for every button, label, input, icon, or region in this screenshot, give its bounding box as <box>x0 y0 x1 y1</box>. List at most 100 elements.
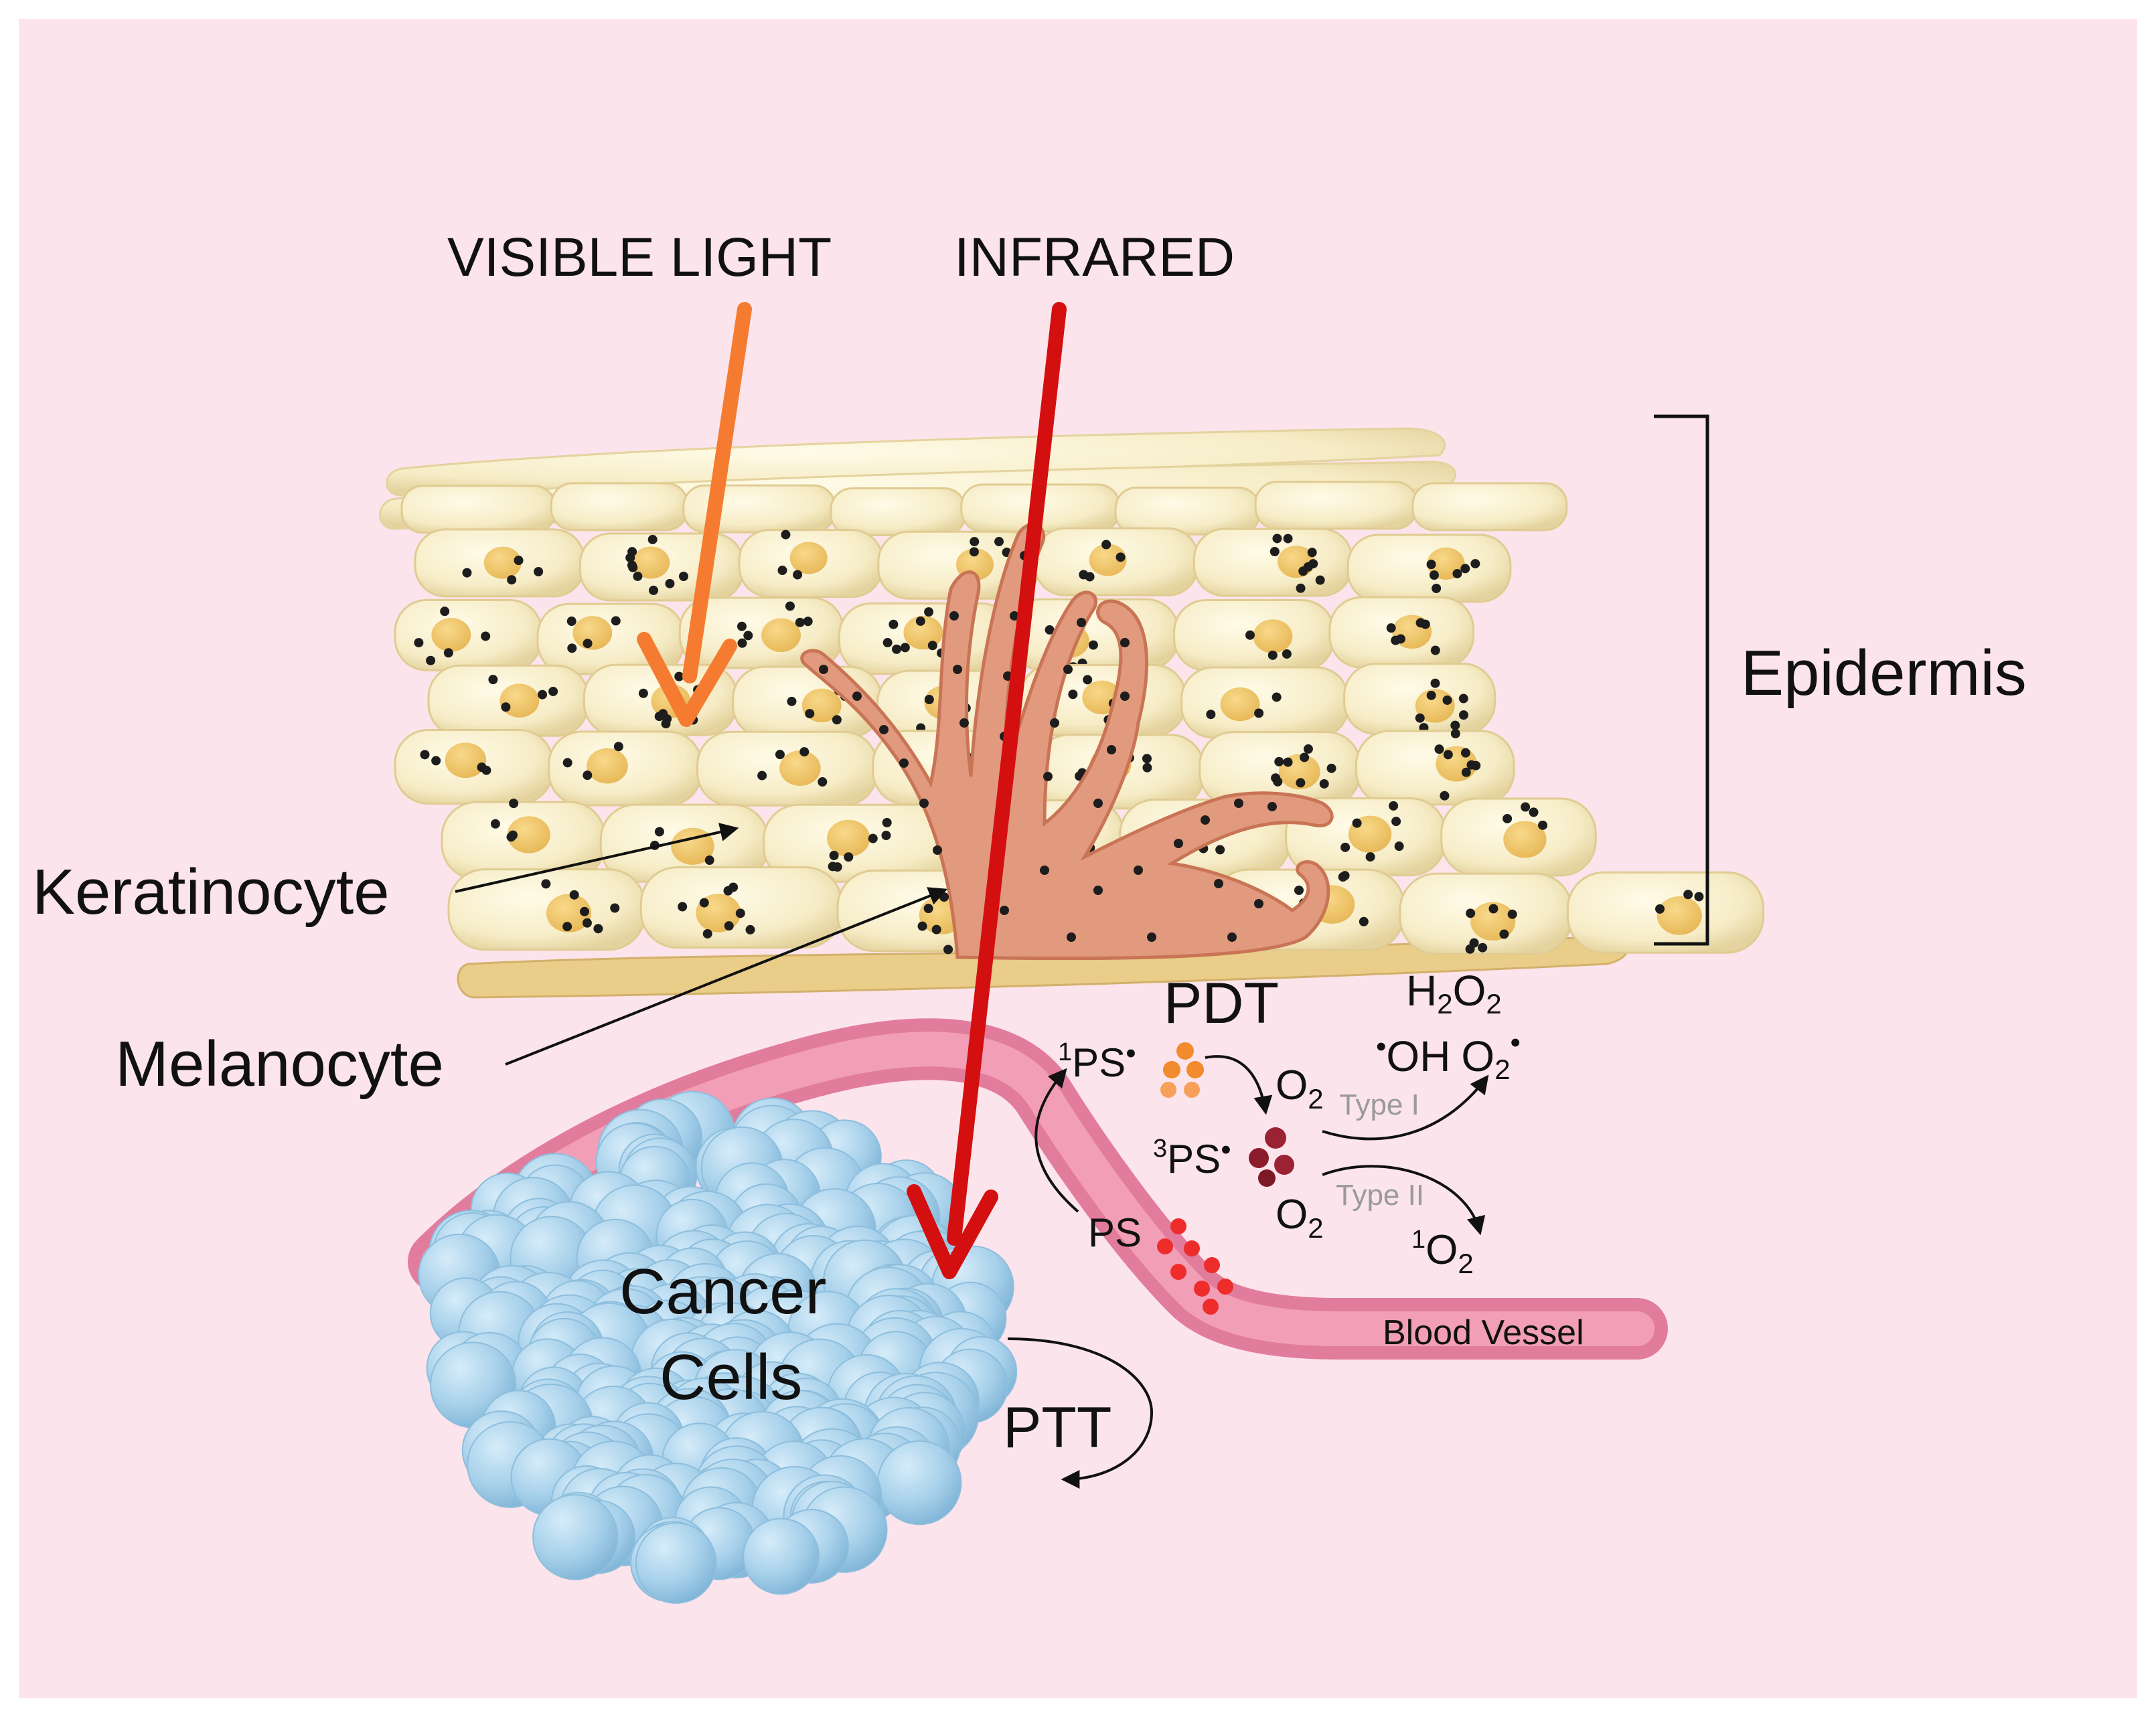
melanin-granule <box>1272 692 1282 702</box>
melanin-granule <box>610 903 620 913</box>
keratinocyte <box>1192 527 1353 597</box>
melanin-granule <box>1201 815 1210 825</box>
melanin-granule <box>702 928 712 938</box>
melanin-granule <box>1206 710 1216 720</box>
melanin-granule <box>943 945 953 955</box>
melanin-granule <box>832 715 842 725</box>
melanin-granule <box>1147 932 1156 942</box>
melanin-granule <box>889 619 899 629</box>
keratinocyte <box>427 664 589 737</box>
melanin-granule <box>852 691 862 701</box>
melanin-granule <box>1174 839 1183 848</box>
cancer-cell <box>876 1440 962 1526</box>
melanocyte-label: Melanocyte <box>115 1028 444 1100</box>
melanin-granule <box>1283 757 1293 767</box>
melanin-granule <box>567 643 577 653</box>
melanin-granule <box>969 547 979 557</box>
melanin-granule <box>583 770 593 781</box>
nucleus <box>483 546 522 579</box>
melanin-granule <box>1694 892 1704 902</box>
melanin-granule <box>924 694 934 704</box>
melanin-granule <box>1267 650 1278 660</box>
keratinocyte <box>696 730 878 807</box>
melanin-granule <box>420 750 430 760</box>
melanin-granule <box>1120 691 1130 701</box>
melanin-granule <box>777 566 787 576</box>
melanin-granule <box>582 918 592 928</box>
melanin-granule <box>1272 534 1282 544</box>
keratinocyte <box>1180 666 1350 739</box>
melanin-granule <box>953 665 962 674</box>
keratinocyte <box>1411 482 1568 532</box>
melanin-granule <box>501 702 511 712</box>
melanin-granule <box>1234 799 1243 808</box>
melanin-granule <box>1434 744 1444 754</box>
melanin-granule <box>931 924 941 934</box>
cancer-label-line2: Cells <box>660 1341 802 1413</box>
nucleus <box>546 894 592 932</box>
melanin-granule <box>490 819 500 829</box>
keratinocyte <box>1566 871 1765 954</box>
keratinocyte <box>1346 534 1512 603</box>
melanin-granule <box>900 643 910 653</box>
melanin-granule <box>1391 817 1401 827</box>
melanin-granule <box>1294 886 1304 895</box>
melanin-granule <box>1093 886 1103 895</box>
cancer-label-line1: Cancer <box>619 1256 826 1327</box>
melanin-granule <box>933 845 942 855</box>
epidermis-label: Epidermis <box>1741 637 2027 709</box>
melanin-granule <box>882 817 892 827</box>
melanin-granule <box>633 571 643 581</box>
melanin-granule <box>1003 671 1012 681</box>
melanin-granule <box>1503 813 1513 823</box>
melanin-granule <box>566 617 576 627</box>
melanin-granule <box>1269 547 1280 557</box>
melanin-granule <box>868 833 878 843</box>
melanin-granule <box>1465 944 1475 954</box>
type-ii-label: Type II <box>1336 1179 1424 1212</box>
cancer-cell <box>743 1518 820 1595</box>
melanin-granule <box>915 616 925 626</box>
melanin-granule <box>1415 713 1425 723</box>
melanin-granule <box>728 882 739 892</box>
melanin-granule <box>917 921 927 931</box>
melanin-granule <box>1296 778 1306 788</box>
melanin-granule <box>1282 649 1292 659</box>
melanin-granule <box>1050 718 1059 728</box>
melanin-granule <box>583 639 593 649</box>
melanin-granule <box>899 758 909 768</box>
melanin-granule <box>674 671 684 681</box>
keratinocyte <box>548 730 703 807</box>
type-ii-arrow <box>1322 1165 1486 1236</box>
oxygen-type-i-label: O2 <box>1276 1062 1324 1115</box>
cancer-cell <box>635 1522 717 1604</box>
melanin-granule <box>1300 752 1310 762</box>
melanin-granule <box>1461 767 1471 777</box>
ps-ground-label: PS <box>1088 1210 1142 1255</box>
melanin-granule <box>795 617 805 627</box>
melanin-granule <box>787 696 797 706</box>
epidermis-layer <box>379 427 1765 999</box>
melanin-granule <box>1043 772 1053 781</box>
melanin-granule <box>1450 720 1460 730</box>
melanin-granule <box>818 777 828 787</box>
nucleus <box>779 750 821 786</box>
melanin-granule <box>1415 618 1426 628</box>
keratinocyte <box>579 532 745 602</box>
melanin-granule <box>661 719 671 729</box>
melanin-granule <box>1521 802 1531 812</box>
melanin-granule <box>649 585 659 595</box>
melanin-granule <box>1326 763 1336 773</box>
melanin-granule <box>1389 801 1399 811</box>
melanin-granule <box>1083 675 1093 685</box>
melanin-granule <box>1458 710 1468 720</box>
melanin-granule <box>1093 799 1103 808</box>
type-i-arrow <box>1322 1074 1489 1141</box>
ps-singlet-label: 1PS• <box>1058 1037 1136 1085</box>
nucleus <box>826 819 870 857</box>
melanin-granule <box>819 665 828 674</box>
melanin-granule <box>613 742 623 752</box>
nucleus <box>431 618 471 652</box>
melanin-granule <box>507 575 517 585</box>
melanin-granule <box>627 547 637 557</box>
